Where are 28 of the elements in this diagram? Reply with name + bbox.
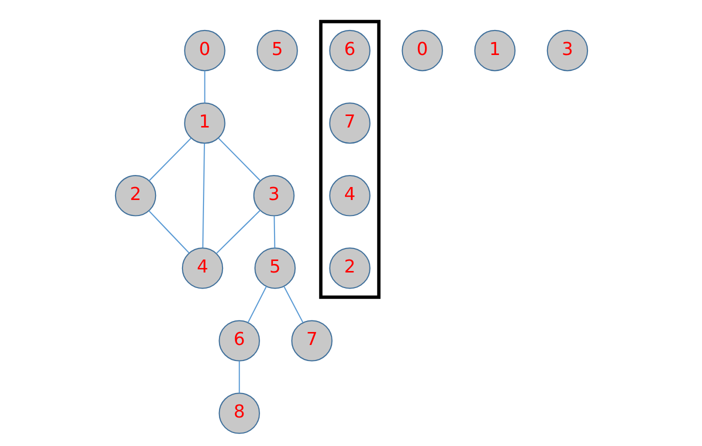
node-circle: 2 (114, 175, 156, 216)
node-circle: 6 (218, 320, 260, 362)
node-circle: 6 (328, 30, 370, 72)
node-circle: 2 (328, 248, 370, 289)
node-circle: 0 (184, 30, 225, 72)
connector (238, 361, 240, 393)
node-circle: 1 (184, 102, 225, 144)
connector (204, 70, 205, 103)
connector (282, 286, 303, 323)
connector (218, 138, 260, 182)
node-circle: 7 (290, 320, 332, 362)
node-circle: 7 (328, 102, 370, 144)
connector (216, 210, 260, 254)
node-circle: 4 (328, 175, 370, 216)
connector (247, 286, 266, 323)
node-circle: 1 (474, 30, 516, 72)
node-circle: 0 (401, 30, 443, 72)
connector (202, 143, 204, 248)
node-circle: 3 (252, 175, 294, 216)
node-circle: 4 (181, 248, 223, 289)
connector (148, 210, 189, 254)
node-circle: 5 (254, 248, 296, 289)
node-circle: 8 (218, 392, 260, 434)
node-circle: 3 (546, 30, 588, 72)
cluster (318, 20, 380, 299)
node-circle: 5 (256, 30, 298, 72)
connector (148, 138, 191, 182)
connector (273, 216, 275, 248)
